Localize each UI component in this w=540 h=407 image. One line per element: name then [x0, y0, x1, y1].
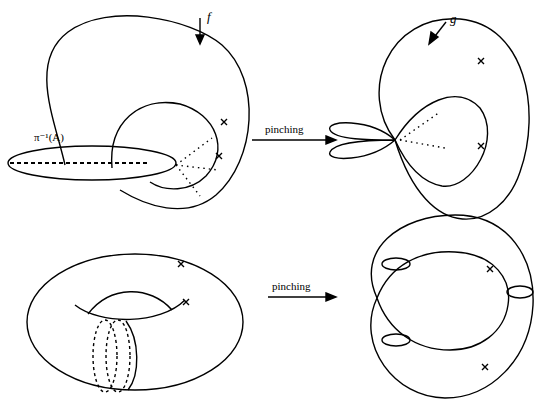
torus-cycle [126, 321, 137, 390]
arrow-head [429, 32, 438, 44]
arrow-head [196, 35, 204, 44]
preimage-ellipse [8, 146, 176, 180]
arrow-label: pinching [272, 281, 311, 292]
dotted-lines [400, 112, 445, 148]
torus-hole [88, 292, 172, 314]
map-label: g [450, 12, 457, 25]
dashed-cycles [93, 320, 130, 392]
pinching-arrow [252, 139, 332, 140]
cross-marks [482, 266, 493, 370]
vanishing-cycle [382, 334, 410, 346]
surface-outline [379, 19, 529, 219]
surface-hole [395, 97, 488, 186]
pinching-arrow [268, 296, 332, 297]
arrow-head [326, 136, 336, 144]
arrow-head [326, 293, 336, 301]
preimage-label: π⁻¹(A) [34, 132, 64, 143]
vanishing-cycle [507, 286, 533, 298]
map-label: f [207, 10, 211, 23]
dashed-line [10, 162, 150, 164]
pinched-loops [330, 123, 395, 159]
vanishing-cycle [382, 258, 410, 270]
cross-marks [178, 261, 189, 305]
arrow-label: pinching [265, 124, 304, 135]
cross-marks [478, 58, 484, 149]
surface-hole [112, 103, 218, 189]
cross-marks [216, 119, 227, 159]
dotted-lines [176, 138, 218, 196]
torus-outline [27, 254, 243, 390]
torus-hole [377, 252, 509, 350]
torus-outline [371, 215, 533, 398]
